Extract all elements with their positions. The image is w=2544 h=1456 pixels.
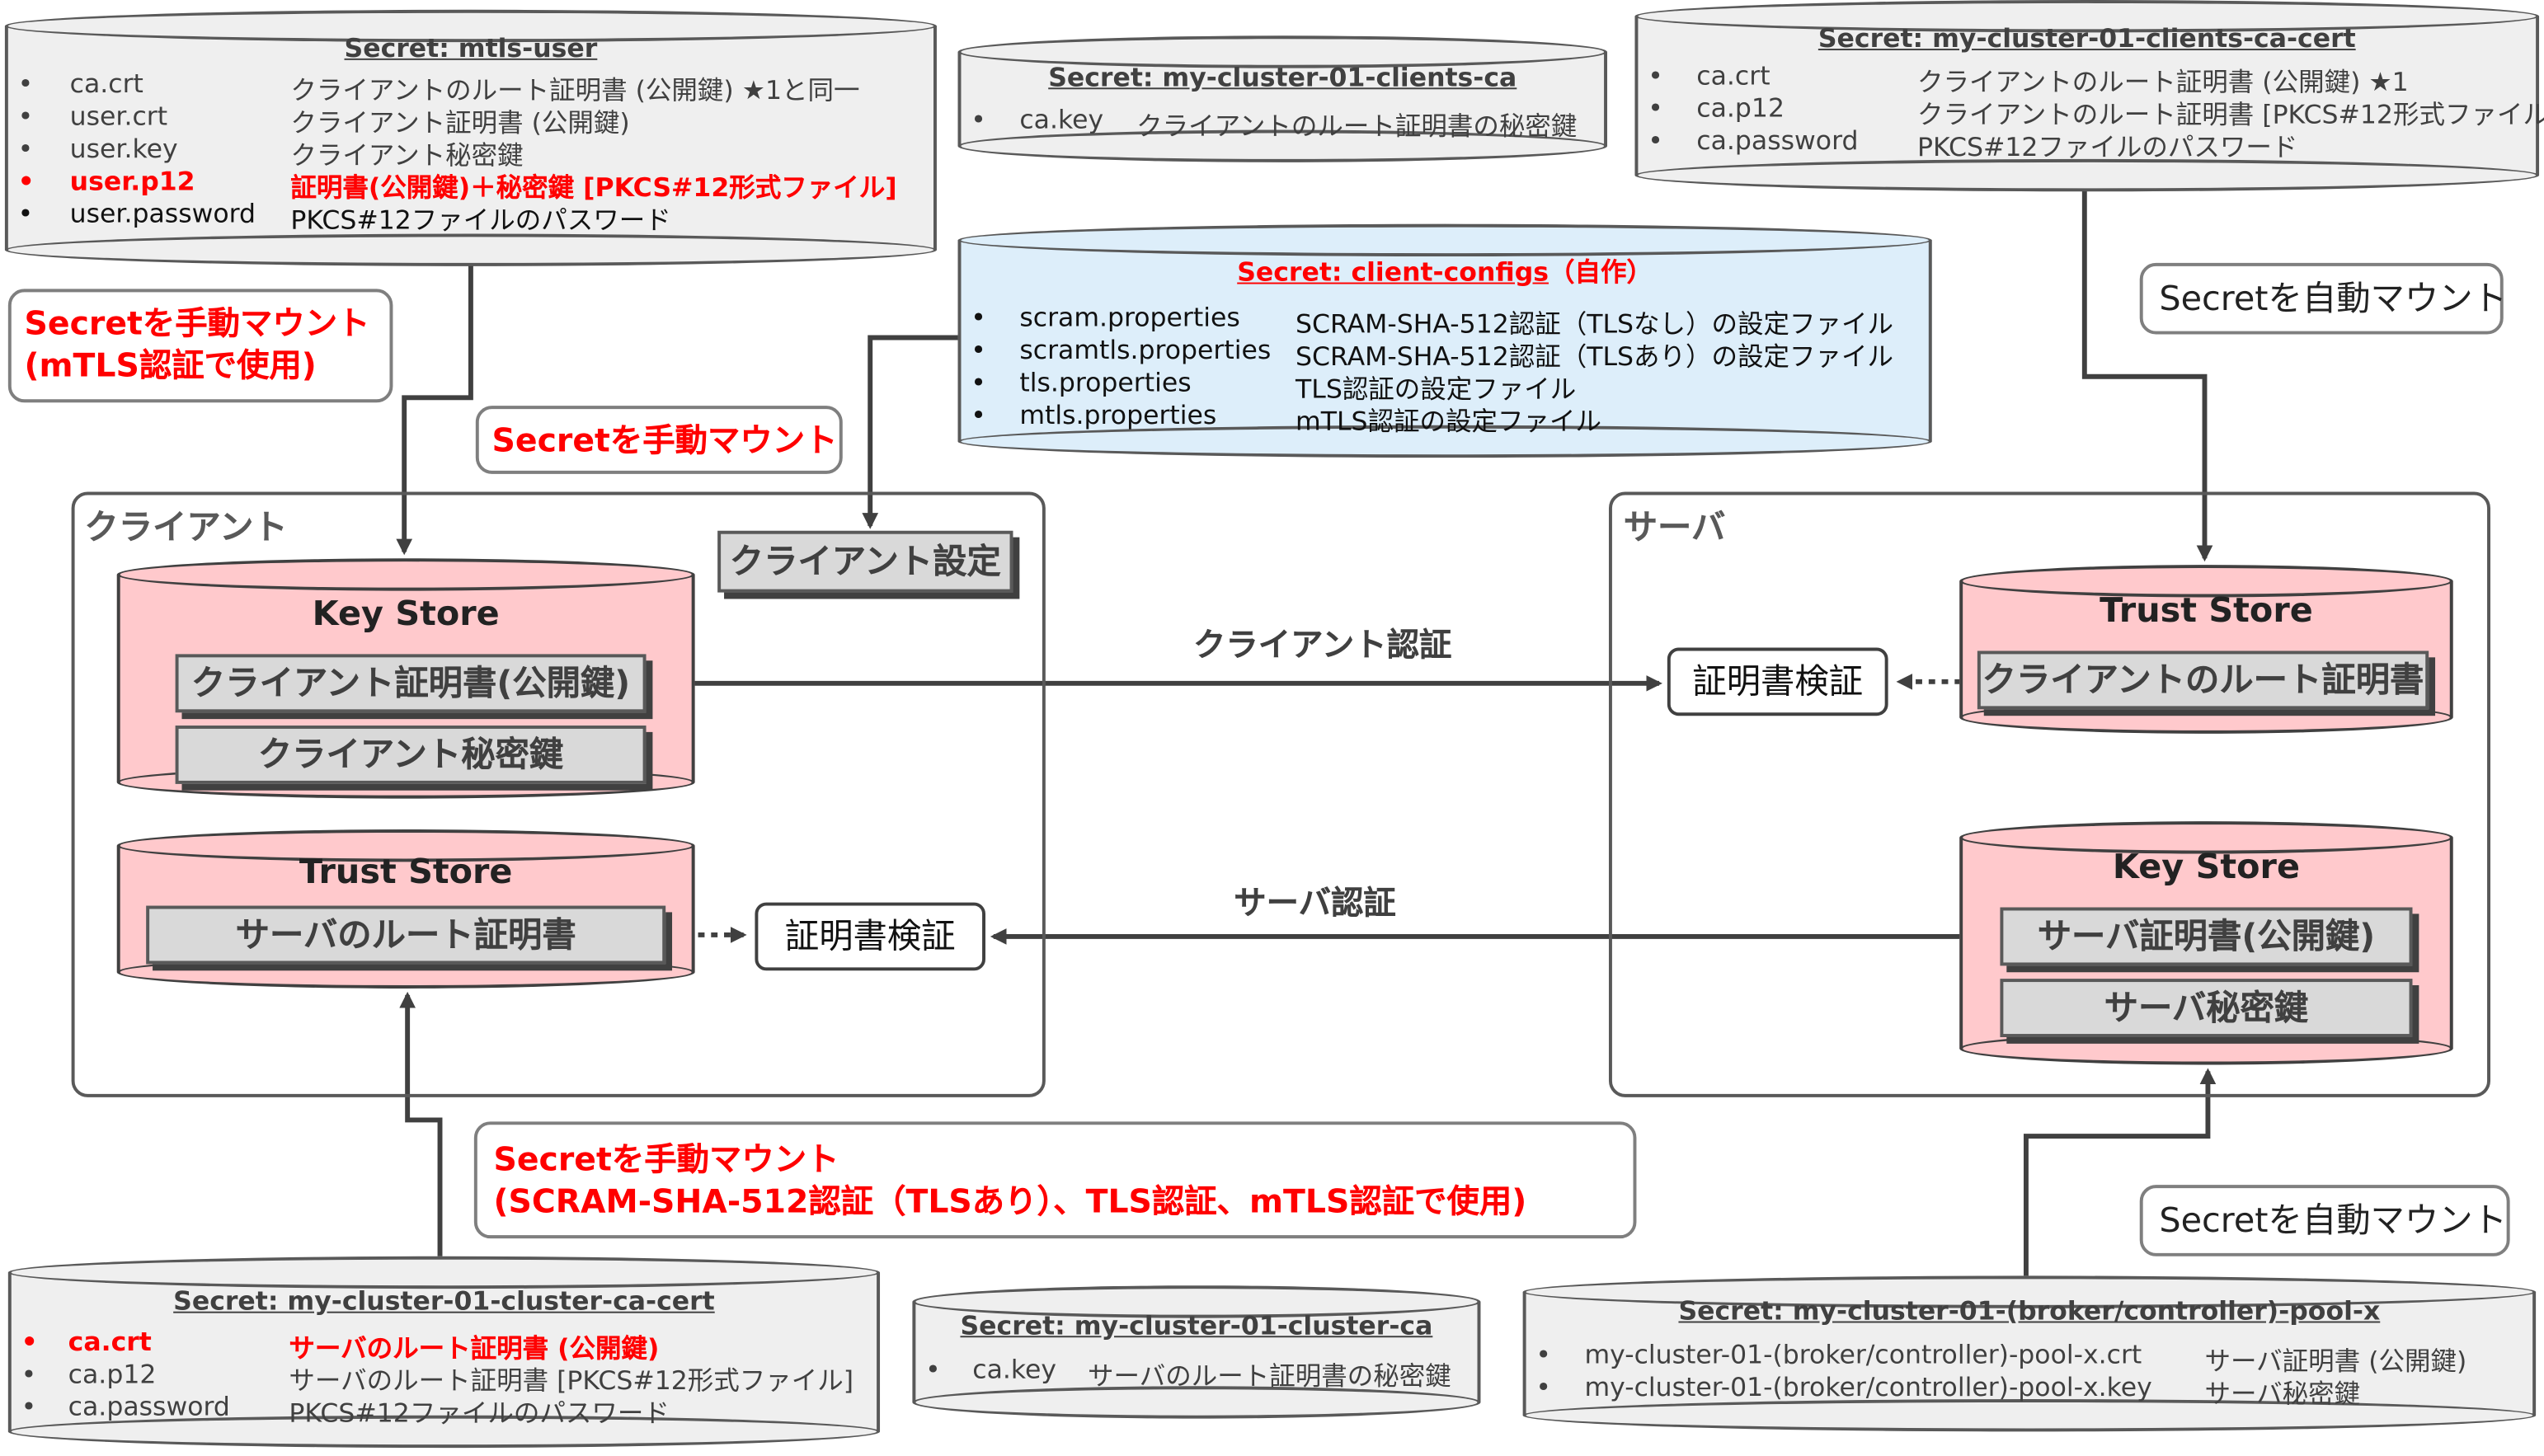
- secret-clients-ca: Secret: my-cluster-01-clients-ca •ca.key…: [957, 35, 1608, 162]
- server-key-item: サーバ秘密鍵: [2000, 979, 2413, 1037]
- client-key-item: クライアント秘密鍵: [175, 726, 647, 784]
- callout-mtls-mount: Secretを手動マウント (mTLS認証で使用): [7, 289, 393, 403]
- client-cert-item: クライアント証明書(公開鍵): [175, 654, 647, 713]
- mtls-user-mount-line: [396, 259, 473, 556]
- secret-clients-ca-cert: Secret: my-cluster-01-clients-ca-cert •c…: [1634, 0, 2544, 192]
- secret-cluster-ca: Secret: my-cluster-01-cluster-ca •ca.key…: [912, 1285, 1481, 1419]
- server-panel: [1608, 491, 2490, 1097]
- secret-title: Secret: my-cluster-01-(broker/controller…: [1678, 1295, 2381, 1327]
- callout-auto-mount-bottom: Secretを自動マウント: [2139, 1185, 2510, 1256]
- pool-mount-line: [2023, 1068, 2217, 1276]
- client-panel: [71, 491, 1046, 1097]
- callout-config-mount: Secretを手動マウント: [475, 406, 843, 474]
- client-config-note: クライアント設定: [717, 530, 1013, 593]
- callout-auto-mount-top: Secretを自動マウント: [2139, 262, 2507, 335]
- secret-broker-controller-pool: Secret: my-cluster-01-(broker/controller…: [1522, 1275, 2537, 1432]
- client-root-cert-item: クライアントのルート証明書: [1977, 651, 2429, 710]
- client-panel-label: クライアント: [84, 508, 288, 547]
- secret-row: •my-cluster-01-(broker/controller)-pool-…: [1535, 1371, 2361, 1409]
- callout-trust-mount: Secretを手動マウント (SCRAM-SHA-512認証（TLSあり）、TL…: [473, 1121, 1637, 1239]
- server-root-cert-item: サーバのルート証明書: [146, 905, 666, 965]
- server-cert-item: サーバ証明書(公開鍵): [2000, 907, 2413, 966]
- store-title: Key Store: [312, 594, 500, 633]
- secret-row: •my-cluster-01-(broker/controller)-pool-…: [1535, 1339, 2467, 1377]
- store-title: Trust Store: [2100, 590, 2313, 630]
- client-verify-box: 証明書検証: [755, 902, 986, 971]
- server-verify-box: 証明書検証: [1667, 647, 1888, 716]
- secret-title: Secret: my-cluster-01-cluster-ca-cert: [173, 1285, 715, 1317]
- secret-client-configs: Secret: client-configs（自作） •scram.proper…: [957, 223, 1932, 458]
- secret-title: Secret: my-cluster-01-cluster-ca: [960, 1309, 1433, 1341]
- client-configs-mount-line: [862, 335, 958, 529]
- secret-title: Secret: mtls-user: [344, 32, 598, 63]
- secret-title: Secret: my-cluster-01-clients-ca: [1048, 61, 1517, 93]
- store-title: Key Store: [2112, 847, 2301, 886]
- clients-ca-cert-mount-line: [2081, 186, 2213, 562]
- secret-cluster-ca-cert: Secret: my-cluster-01-cluster-ca-cert •c…: [7, 1256, 881, 1449]
- store-title: Trust Store: [299, 852, 513, 891]
- server-panel-label: サーバ: [1623, 508, 1726, 547]
- server-auth-label: サーバ認証: [1234, 882, 1396, 923]
- secret-title: Secret: my-cluster-01-clients-ca-cert: [1817, 22, 2356, 54]
- client-auth-label: クライアント認証: [1192, 624, 1452, 665]
- secret-title: Secret: client-configs（自作）: [1237, 256, 1653, 288]
- cluster-ca-cert-mount-line: [399, 991, 443, 1256]
